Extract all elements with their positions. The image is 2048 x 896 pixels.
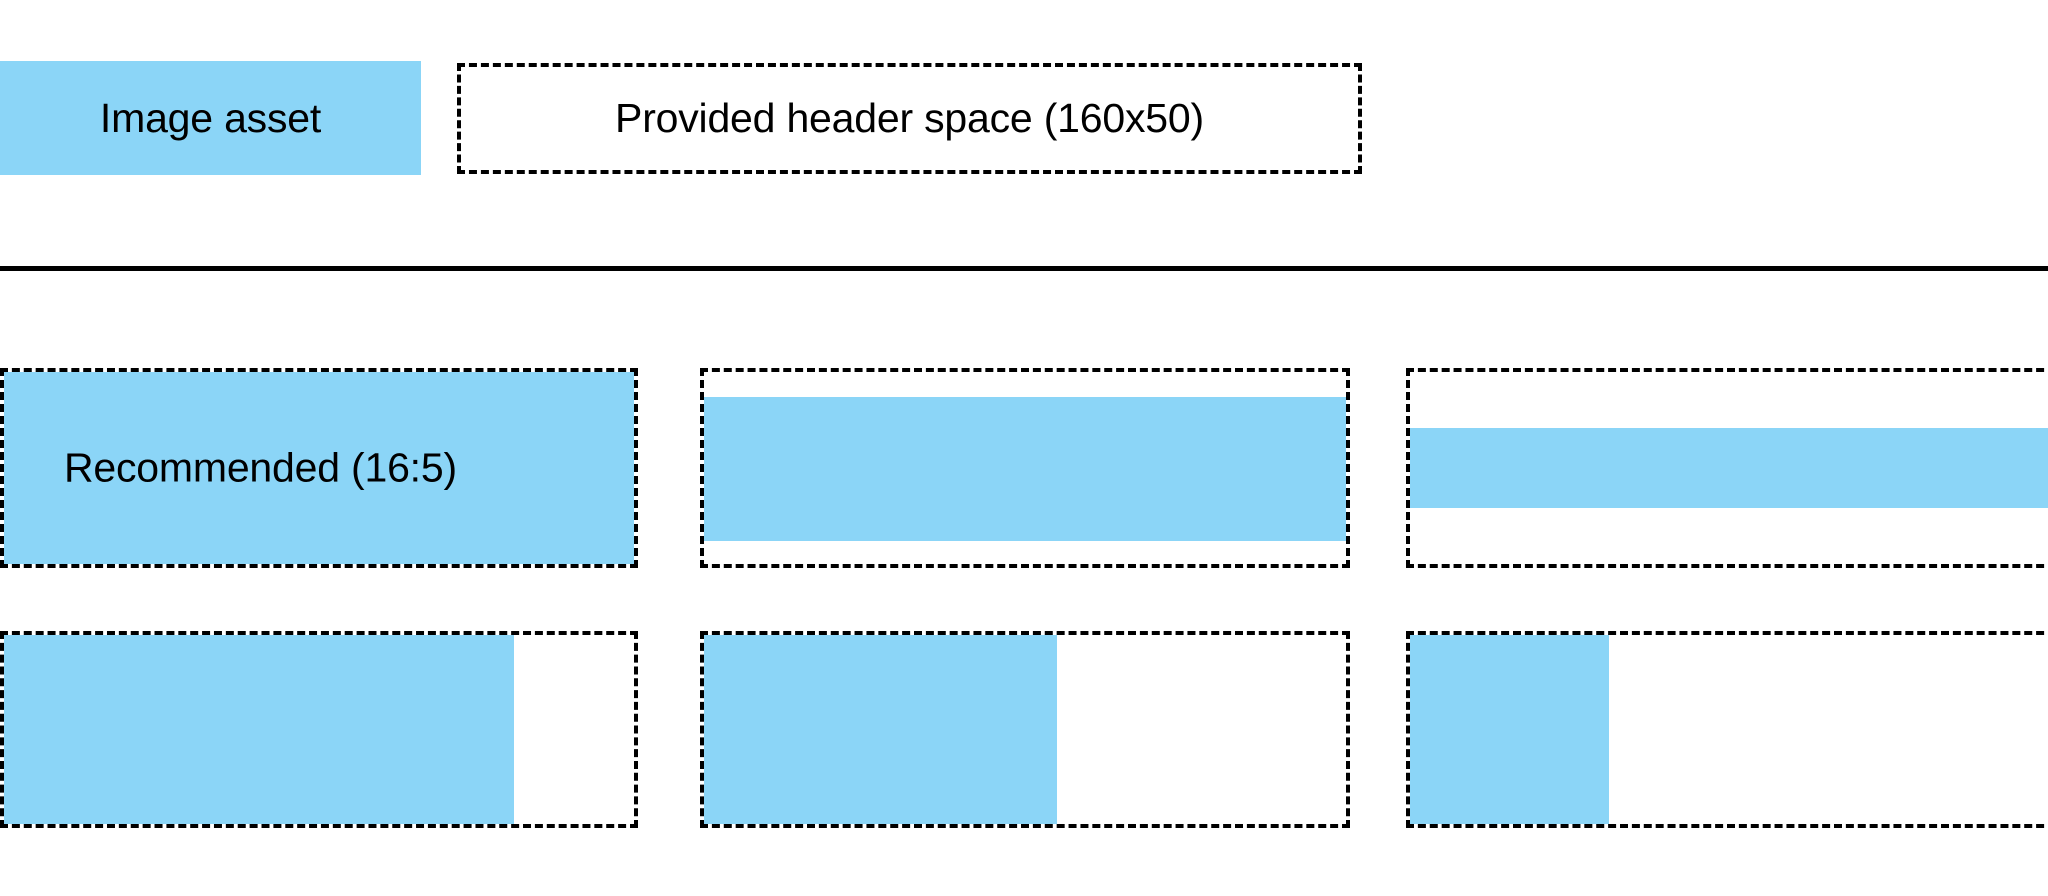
asset-fill (4, 635, 515, 824)
example-cell-recommended-16-5: Recommended (16:5) (0, 368, 638, 568)
section-divider (0, 266, 2048, 271)
legend-image-asset-swatch: Image asset (0, 61, 421, 175)
recommended-ratio-label: Recommended (16:5) (64, 444, 457, 491)
example-cell-medium-fill (700, 631, 1350, 828)
legend-image-asset-label: Image asset (99, 94, 322, 141)
example-cell-wide-thin-band (1406, 368, 2048, 568)
asset-fill (1410, 427, 2048, 509)
example-cell-slightly-short (700, 368, 1350, 568)
asset-fill (704, 635, 1058, 824)
example-cell-narrow-fill (1406, 631, 2048, 828)
legend-provided-header-space-label: Provided header space (160x50) (615, 95, 1204, 141)
legend-provided-header-space-box: Provided header space (160x50) (457, 63, 1362, 174)
asset-fill (704, 396, 1346, 541)
example-cell-wide-fill (0, 631, 638, 828)
asset-fill (4, 372, 634, 564)
asset-fill (1410, 635, 1610, 824)
